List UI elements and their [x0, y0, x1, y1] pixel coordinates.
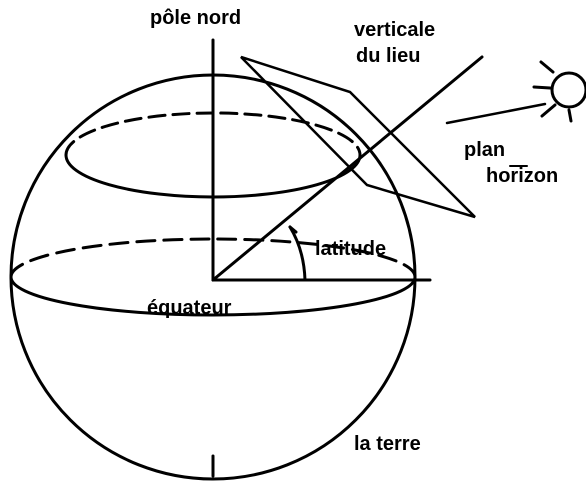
equator-back [9, 237, 417, 279]
earth-label: la terre [354, 433, 421, 455]
local-vertical-line [211, 55, 484, 282]
equator-label: équateur [147, 297, 232, 319]
north-pole-label: pôle nord [150, 7, 242, 29]
latitude-arc-tick [288, 225, 298, 234]
vertical-label-line1: verticale [354, 19, 436, 41]
latitude-label: latitude [315, 238, 387, 260]
sun-ray [445, 102, 547, 125]
vertical-label-line2: du lieu [356, 45, 421, 67]
latitude-angle-arc [288, 225, 307, 282]
equator-front [9, 275, 417, 317]
horizon-plane-label-line2: horizon [486, 165, 559, 187]
horizon-plane-label-line1: plan [464, 139, 506, 161]
horizon-plane [240, 55, 476, 219]
sun-icon [532, 60, 586, 123]
